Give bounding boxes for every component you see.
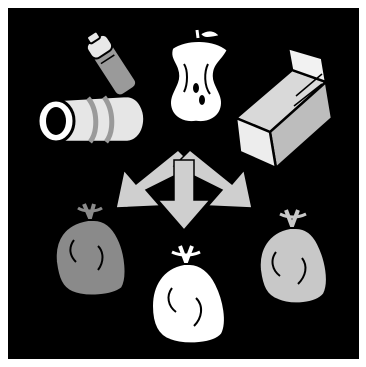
trash-bag-left-icon bbox=[56, 204, 126, 295]
sorting-arrows bbox=[116, 150, 252, 230]
cardboard-tube-icon bbox=[38, 96, 144, 142]
milk-carton-icon bbox=[236, 48, 332, 168]
apple-core-icon bbox=[170, 30, 228, 122]
trash-bag-right-icon bbox=[260, 210, 327, 303]
trash-bag-center-icon bbox=[152, 246, 225, 343]
battery-icon bbox=[81, 28, 138, 98]
